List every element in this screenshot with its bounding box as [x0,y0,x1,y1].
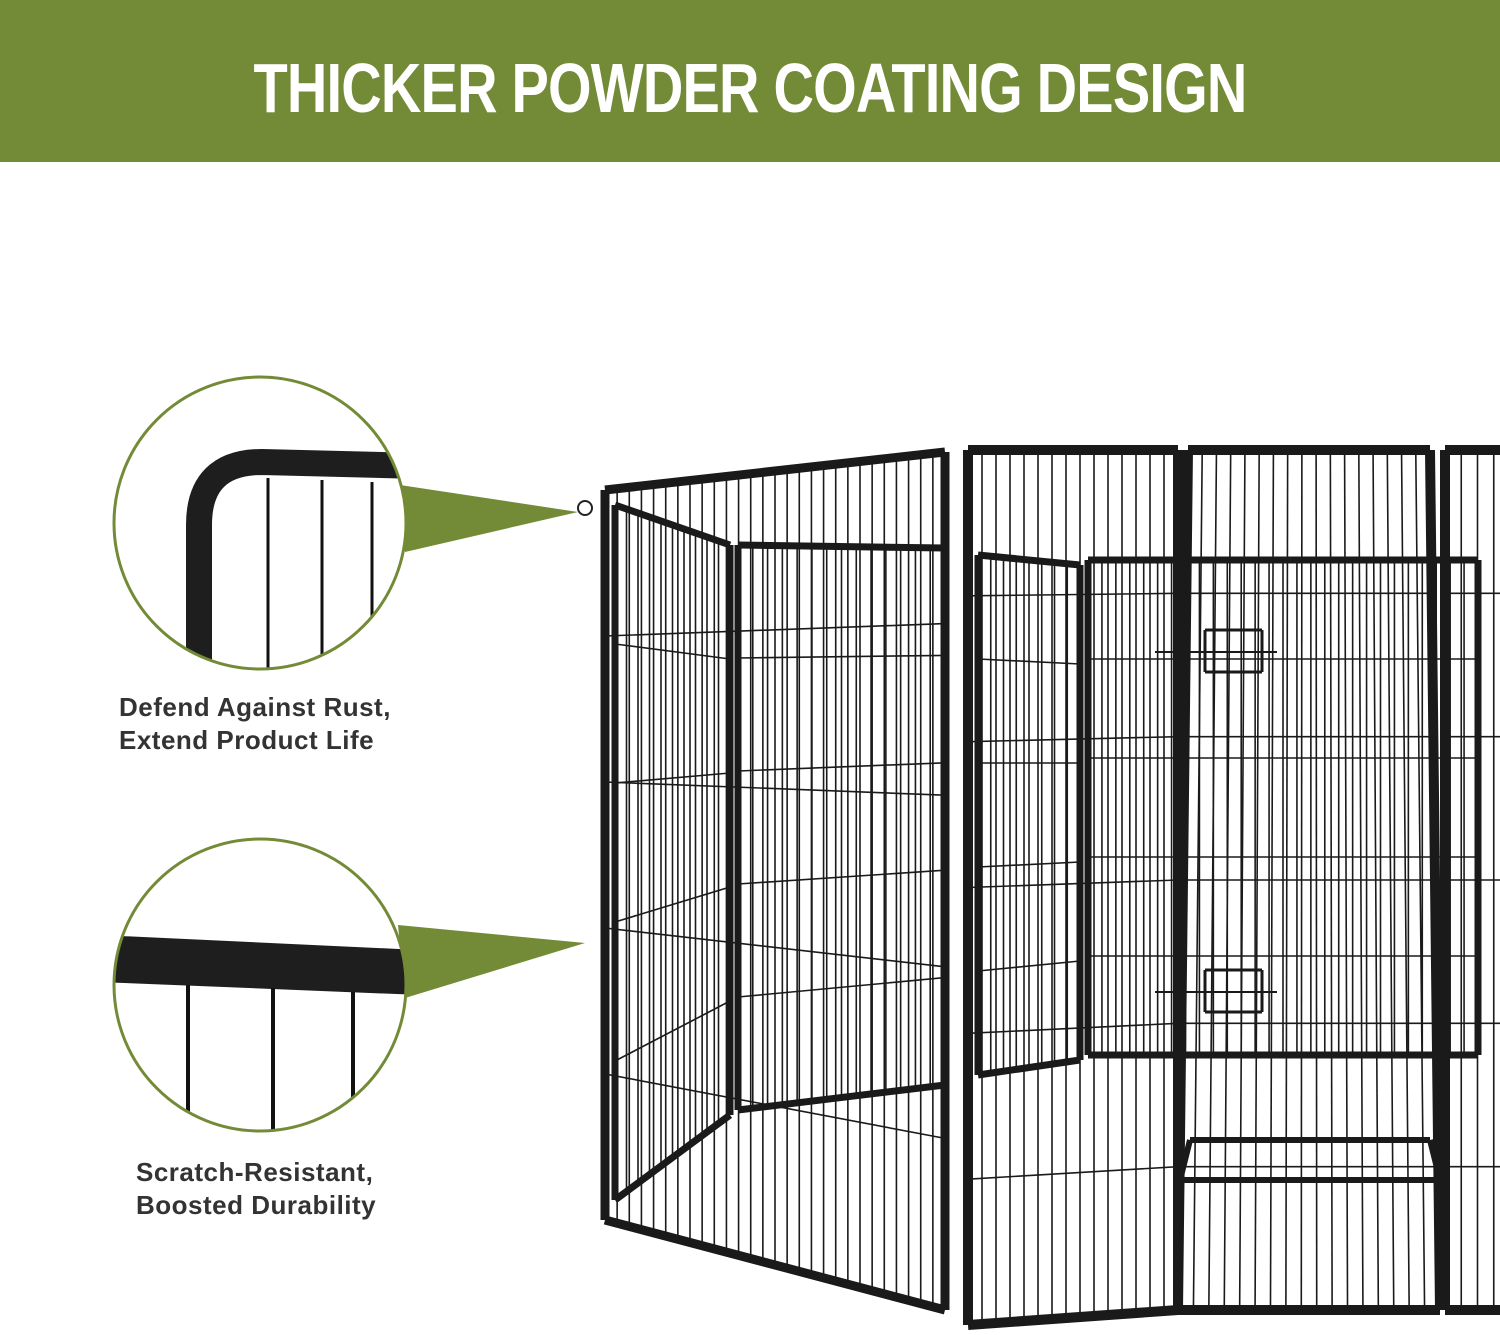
panel-rung [614,1000,731,1062]
panel-rung [737,869,946,885]
page-title: THICKER POWDER COATING DESIGN [253,49,1247,127]
panel-rung [614,643,731,660]
panel-rung [737,654,946,659]
panel-frame [604,447,946,495]
panel-post [1177,1139,1193,1181]
panel-post [1173,449,1193,1311]
panel-rung [604,927,946,968]
panel-rung [977,658,1081,665]
panel-rung [737,762,946,772]
panel-rung [967,592,1179,597]
panel-rung [967,1022,1179,1035]
panel-rung [604,1073,946,1140]
panel-frame [612,1112,733,1203]
panel-post [1427,1139,1443,1181]
panel-frame [967,1305,1179,1330]
panel-rung [604,781,946,796]
panel-rung [614,886,731,923]
caption-line: Boosted Durability [136,1190,377,1220]
panel-rung [737,976,946,998]
panel-frame [977,551,1081,569]
panel-rung [977,861,1081,868]
panel-frame [613,501,732,549]
panel-rung [977,960,1081,972]
panel-frame [737,541,946,552]
feature-caption-rust: Defend Against Rust, Extend Product Life [119,691,391,757]
caption-line: Scratch-Resistant, [136,1157,374,1187]
metal-playpen [600,445,1500,1330]
caption-line: Defend Against Rust, [119,692,391,722]
scratch-detail-callout [112,837,585,1133]
panel-rung [604,622,946,637]
panel-rung [614,772,731,784]
panel-rung [967,735,1179,743]
caption-line: Extend Product Life [119,725,375,755]
rust-detail-callout [112,375,593,671]
panel-rung [967,1165,1179,1180]
header-banner: THICKER POWDER COATING DESIGN [0,0,1500,162]
panel-frame [603,1215,947,1315]
panel-rung [967,879,1179,889]
feature-caption-scratch: Scratch-Resistant, Boosted Durability [136,1156,376,1222]
panel-frame [977,1056,1081,1079]
